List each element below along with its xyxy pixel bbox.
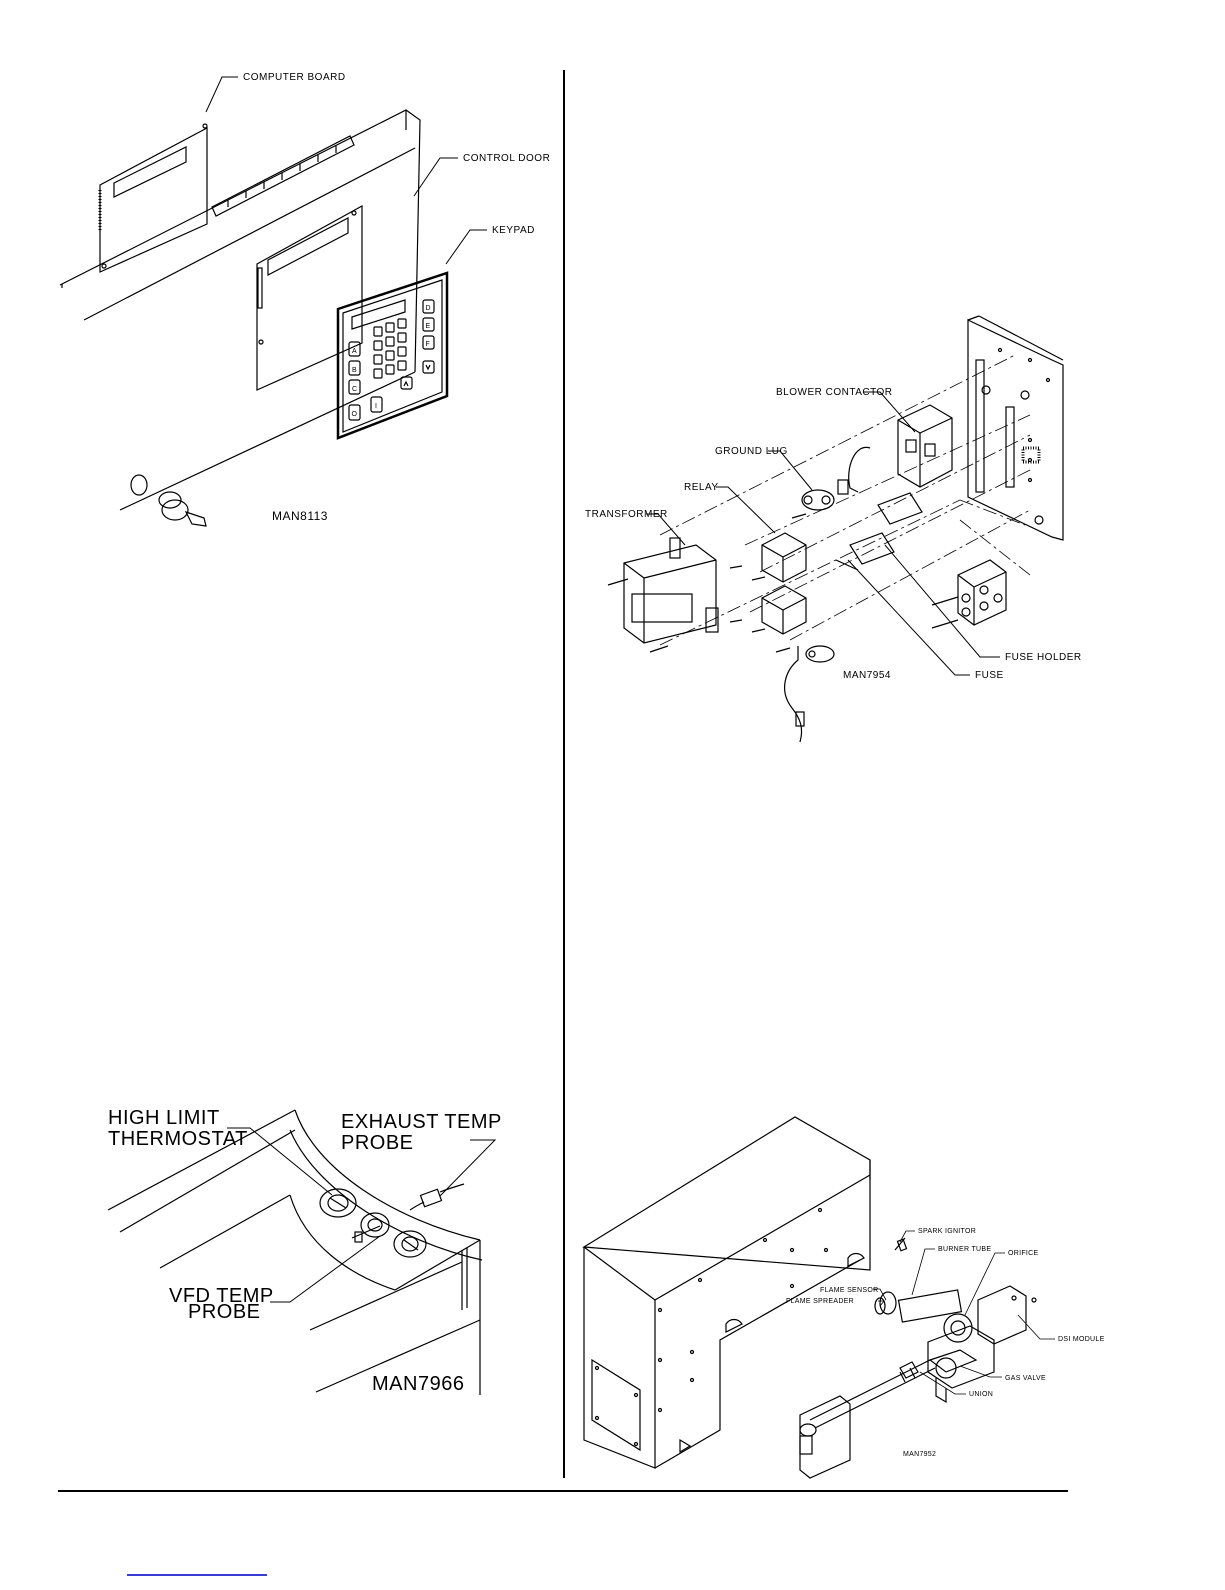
label-orifice: ORIFICE bbox=[1008, 1250, 1039, 1257]
key-label-c: C bbox=[352, 386, 357, 393]
probe-connector-icon bbox=[420, 1189, 441, 1206]
figure-control-door-callouts bbox=[206, 77, 487, 264]
ground-screw-icon bbox=[982, 386, 990, 394]
label-dsi-module: DSI MODULE bbox=[1058, 1336, 1105, 1343]
key-label-zero: O bbox=[352, 411, 358, 418]
figure-number-man7952: MAN7952 bbox=[903, 1451, 936, 1458]
key-label-one: I bbox=[375, 403, 377, 410]
figure-number-man7954: MAN7954 bbox=[843, 670, 891, 681]
label-exhaust-probe-line1: EXHAUST TEMP bbox=[341, 1111, 502, 1133]
label-gas-valve: GAS VALVE bbox=[1005, 1375, 1046, 1382]
label-relay: RELAY bbox=[684, 482, 719, 493]
key-label-d: D bbox=[426, 305, 431, 312]
label-ground-lug: GROUND LUG bbox=[715, 446, 788, 457]
label-high-limit-line1: HIGH LIMIT bbox=[108, 1107, 220, 1129]
lock-icon bbox=[159, 492, 206, 526]
label-burner-tube: BURNER TUBE bbox=[938, 1246, 991, 1253]
label-transformer: TRANSFORMER bbox=[585, 509, 668, 520]
label-control-door: CONTROL DOOR bbox=[463, 153, 550, 164]
footer-link-underline[interactable] bbox=[127, 1574, 267, 1576]
label-union: UNION bbox=[969, 1391, 993, 1398]
key-label-e: E bbox=[426, 323, 431, 330]
figure-number-man8113: MAN8113 bbox=[272, 509, 328, 523]
figure-electrical-panel-callouts bbox=[646, 392, 1000, 675]
figure-number-man7966: MAN7966 bbox=[372, 1373, 464, 1395]
label-fuse: FUSE bbox=[975, 670, 1004, 681]
label-blower-contactor: BLOWER CONTACTOR bbox=[776, 387, 893, 398]
label-keypad: KEYPAD bbox=[492, 225, 535, 236]
key-label-b: B bbox=[352, 367, 357, 374]
label-spark-ignitor: SPARK IGNITOR bbox=[918, 1228, 976, 1235]
label-exhaust-probe-line2: PROBE bbox=[341, 1132, 414, 1154]
label-computer-board: COMPUTER BOARD bbox=[243, 72, 346, 83]
label-vfd-probe-line2: PROBE bbox=[188, 1301, 261, 1323]
ground-screw-icon bbox=[1035, 516, 1043, 524]
key-label-a: A bbox=[352, 348, 357, 355]
figure-thermostat bbox=[108, 1110, 482, 1395]
label-high-limit-line2: THERMOSTAT bbox=[108, 1128, 248, 1150]
key-label-f: F bbox=[426, 341, 431, 348]
label-flame-sensor: FLAME SENSOR bbox=[820, 1287, 878, 1294]
figure-control-door bbox=[60, 110, 420, 526]
label-flame-spreader: FLAME SPREADER bbox=[786, 1298, 854, 1305]
label-fuse-holder: FUSE HOLDER bbox=[1005, 652, 1082, 663]
